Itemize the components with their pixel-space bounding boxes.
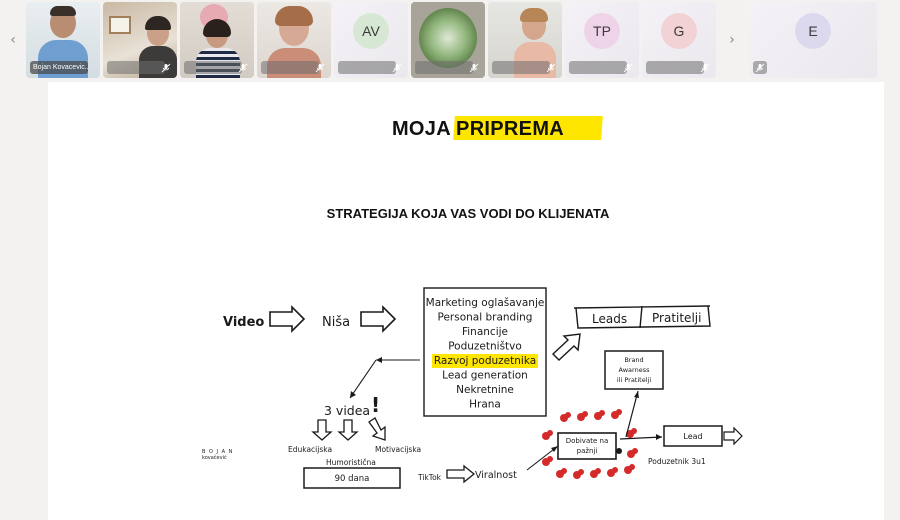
slide-title: MOJA PRIPREMA [391, 118, 565, 140]
arrow-right-icon [360, 305, 397, 333]
participant-name: Bojan Kovacevic... [30, 61, 88, 74]
participant-tile[interactable]: E [749, 2, 877, 78]
audience-icons [542, 409, 638, 479]
mic-off-icon [700, 63, 710, 73]
avatar: AV [353, 12, 389, 49]
participant-tile[interactable]: TP [565, 2, 639, 78]
topic-highlight [432, 354, 538, 368]
arrow-right-icon [446, 464, 476, 484]
arrow-down-right-icon [368, 417, 386, 441]
topic-item: Personal branding [438, 312, 533, 324]
mic-off-icon [238, 63, 248, 73]
arrow-down-icon [337, 419, 359, 441]
brand-label: Brand [624, 356, 643, 364]
attention-label: Dobivate na [566, 437, 609, 445]
prev-participants-button[interactable]: ‹ [10, 32, 16, 48]
avatar: G [661, 12, 697, 49]
brand-label: Awarness [619, 366, 651, 374]
participant-name [492, 61, 550, 74]
brand-label: ili Pratitelji [617, 376, 651, 384]
attention-box [557, 432, 617, 460]
attention-label: pažnji [577, 447, 598, 455]
participant-tile[interactable] [103, 2, 177, 78]
mic-off-icon [623, 63, 633, 73]
participant-hair [203, 19, 231, 37]
participant-name [338, 61, 396, 74]
participant-hair [50, 6, 76, 16]
participant-name [569, 61, 627, 74]
tiktok-label: TikTok [417, 473, 442, 482]
topic-item: Poduzetništvo [448, 341, 522, 353]
next-participants-button[interactable]: › [729, 32, 735, 48]
participant-tile[interactable] [411, 2, 485, 78]
viralnost-label: Viralnost [475, 470, 517, 481]
participant-hair [145, 16, 171, 30]
motivacijska-label: Motivacijska [375, 445, 421, 454]
strategy-diagram: Video Niša Marketing oglašavanje Persona… [202, 287, 743, 489]
mic-off-icon [392, 63, 402, 73]
shared-slide: MOJA PRIPREMA STRATEGIJA KOJA VAS VODI D… [48, 82, 884, 520]
wall-picture [109, 16, 131, 34]
participant-tile[interactable] [488, 2, 562, 78]
three-videos-label: 3 videa [324, 403, 370, 418]
lead-box [663, 425, 723, 447]
exclamation-icon: ! [371, 393, 380, 417]
participant-name [107, 61, 165, 74]
participant-tile[interactable]: AV [334, 2, 408, 78]
background-image [419, 8, 477, 68]
leads-label: Leads [592, 312, 627, 326]
participant-name [184, 61, 242, 74]
topics-box [423, 287, 547, 417]
participant-strip: ‹ Bojan Kovacevic... [0, 0, 900, 80]
arrow-up-right-icon [551, 333, 581, 361]
mic-off-icon [469, 63, 479, 73]
participant-name [415, 61, 473, 74]
participant-name [646, 61, 704, 74]
days-box [303, 467, 401, 489]
topic-item: Financije [462, 326, 508, 338]
days-label: 90 dana [335, 474, 370, 484]
topic-item: Marketing oglašavanje [426, 297, 545, 309]
participant-hair [520, 8, 548, 22]
participant-name [261, 61, 319, 74]
arrow-right-icon [269, 305, 306, 333]
arrow-right-icon [723, 426, 743, 446]
mic-off-icon [546, 63, 556, 73]
nisa-label: Niša [322, 315, 350, 330]
participant-tile[interactable]: G [642, 2, 716, 78]
video-label: Video [223, 315, 264, 330]
topic-item: Razvoj poduzetnika [434, 355, 536, 367]
topic-item: Lead generation [442, 370, 528, 382]
humoristicna-label: Humoristična [326, 458, 376, 467]
brand-box [604, 350, 664, 390]
topic-item: Hrana [469, 399, 501, 411]
mic-off-icon [755, 63, 765, 73]
lead-label: Lead [683, 432, 702, 441]
mic-off-icon [161, 63, 171, 73]
arrow-down-icon [311, 419, 333, 441]
leads-box [575, 305, 711, 329]
pratitelji-label: Pratitelji [652, 311, 701, 325]
edukacijska-label: Edukacijska [288, 445, 332, 454]
participant-hair [275, 6, 313, 26]
participant-tile[interactable] [257, 2, 331, 78]
brand-logo-sub: kovačević [202, 454, 227, 461]
participant-tile[interactable] [180, 2, 254, 78]
topic-item: Nekretnine [456, 384, 514, 396]
participant-tile[interactable]: Bojan Kovacevic... [26, 2, 100, 78]
poduzetnik-label: Poduzetnik 3u1 [648, 457, 706, 466]
brand-logo: B O J A N [202, 449, 233, 455]
avatar: E [795, 12, 831, 49]
slide-subtitle: STRATEGIJA KOJA VAS VODI DO KLIJENATA [326, 206, 610, 221]
avatar: TP [584, 12, 620, 49]
slide-title-block: MOJA PRIPREMA [358, 116, 603, 142]
mic-off-icon [315, 63, 325, 73]
